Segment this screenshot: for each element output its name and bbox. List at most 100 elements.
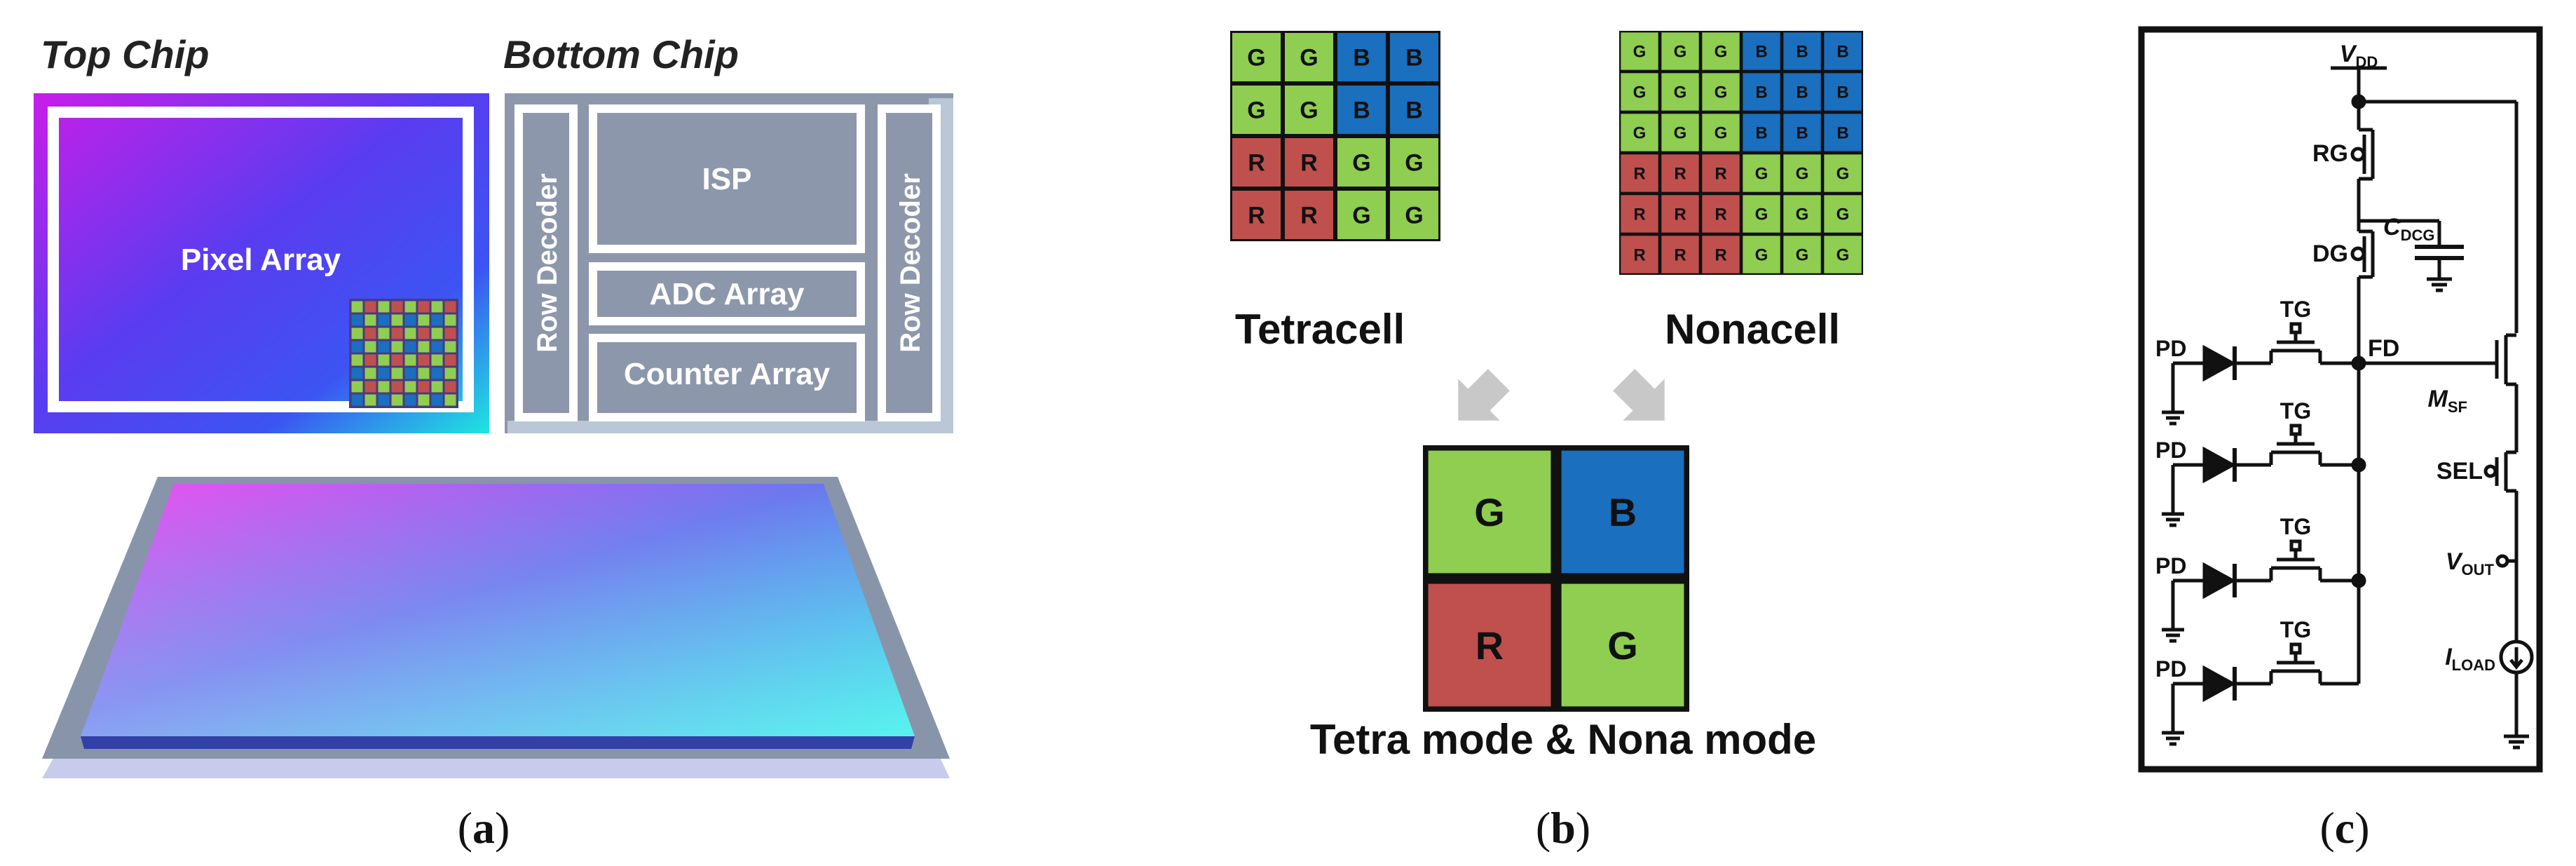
mini-bayer-cell [404,341,416,353]
iload-arrow-head [2509,658,2523,670]
color-cell [1743,32,1780,70]
color-cell [1783,73,1821,111]
bottom-chip-title: Bottom Chip [503,32,739,76]
color-cell [1783,154,1821,192]
color-cell [1661,114,1699,151]
mini-bayer-cell [378,314,390,326]
isp-label: ISP [702,162,752,196]
cell-label: B [1353,97,1370,124]
mini-bayer-cell [431,381,443,393]
cell-label: R [1300,150,1318,177]
mini-bayer-cell [364,314,376,326]
cell-label: B [1796,83,1808,102]
cell-label: R [1248,203,1265,229]
circuit-frame [2138,26,2543,773]
mini-bayer-cell [418,341,430,353]
mini-bayer-cell [431,327,443,339]
color-cell [1285,33,1333,81]
mini-bayer-cell [404,367,416,379]
mini-bayer-cell [364,381,376,393]
color-cell [1824,154,1862,192]
photodiode-icon [2202,665,2237,703]
tg-label: TG [2280,514,2311,539]
cell-label: G [1633,43,1647,62]
cell-label: R [1633,205,1645,224]
row-decoder-right-label: Row Decoder [895,173,926,353]
cell-label: B [1755,83,1767,102]
pd-label: PD [2155,438,2186,463]
color-cell [1337,33,1386,81]
mini-bayer-cell [364,354,376,366]
cell-label: G [1300,97,1318,124]
caption-a: (a) [458,803,510,853]
plate-base-shadow [42,756,950,778]
mini-bayer-cell [431,301,443,313]
cdcg-label: CDCG [2383,214,2434,244]
color-cell [1824,236,1862,273]
mini-bayer-cell [444,381,456,393]
nonacell-label: Nonacell [1665,306,1840,353]
cell-label: R [1674,205,1686,224]
caption-b: (b) [1536,803,1590,853]
color-cell [1285,138,1333,187]
cell-label: B [1755,124,1767,143]
color-cell [1783,195,1821,233]
mini-bayer-cell [431,394,443,406]
color-cell [1428,583,1551,707]
mini-bayer-cell [378,394,390,406]
cell-label: G [1633,124,1647,143]
mini-bayer-cell [418,367,430,379]
color-cell [1621,236,1658,273]
counter-array-label: Counter Array [624,357,831,391]
cell-label: G [1715,43,1728,62]
photodiode-rows [2162,322,2359,746]
cdcg-ground-icon [2427,277,2452,292]
cell-label: G [1674,43,1687,62]
color-cell [1743,154,1780,192]
color-cell [1661,195,1699,233]
color-cell [1702,32,1740,70]
color-cell [1390,86,1438,134]
mini-bayer-cell [431,367,443,379]
row-decoder-left-label: Row Decoder [532,173,563,353]
color-cell [1621,195,1658,233]
pixel-array-border [48,107,474,412]
mini-bayer-cell [418,354,430,366]
row-decoder-left [514,104,578,421]
color-cell [1783,114,1821,151]
color-cell [1824,73,1862,111]
pd-ground-icon [2162,731,2184,746]
mini-bayer-cell [404,314,416,326]
mode-label: Tetra mode & Nona mode [1310,716,1816,763]
mini-bayer-cell [391,367,403,379]
rg-gate-terminal [2350,147,2366,162]
cell-label: G [1836,246,1850,265]
cell-label: B [1609,490,1637,534]
bottom-chip-bottom-edge [507,421,953,433]
cell-label: G [1405,203,1423,229]
color-cell [1232,33,1281,81]
iload-ground-icon [2504,734,2529,750]
color-cell [1661,154,1699,192]
mini-bayer-cell [444,327,456,339]
mini-bayer-cell [391,354,403,366]
cell-label: G [1352,150,1370,177]
cell-label: B [1836,43,1848,62]
cell-label: G [1674,124,1687,143]
mini-bayer-cell [444,394,456,406]
color-cell [1621,32,1658,70]
color-cell [1337,138,1386,187]
mini-bayer-cell [364,327,376,339]
cell-label: R [1715,246,1726,265]
cell-label: G [1836,205,1850,224]
photodiode-icon [2202,446,2237,484]
mini-bayer-cell [351,301,363,313]
cell-label: G [1836,165,1850,184]
cell-label: G [1715,124,1728,143]
mini-bayer-cell [404,301,416,313]
color-cell [1285,86,1333,134]
arrow-from-nonacell-icon [1613,369,1665,421]
color-cell [1824,195,1862,233]
cell-label: R [1674,165,1686,184]
